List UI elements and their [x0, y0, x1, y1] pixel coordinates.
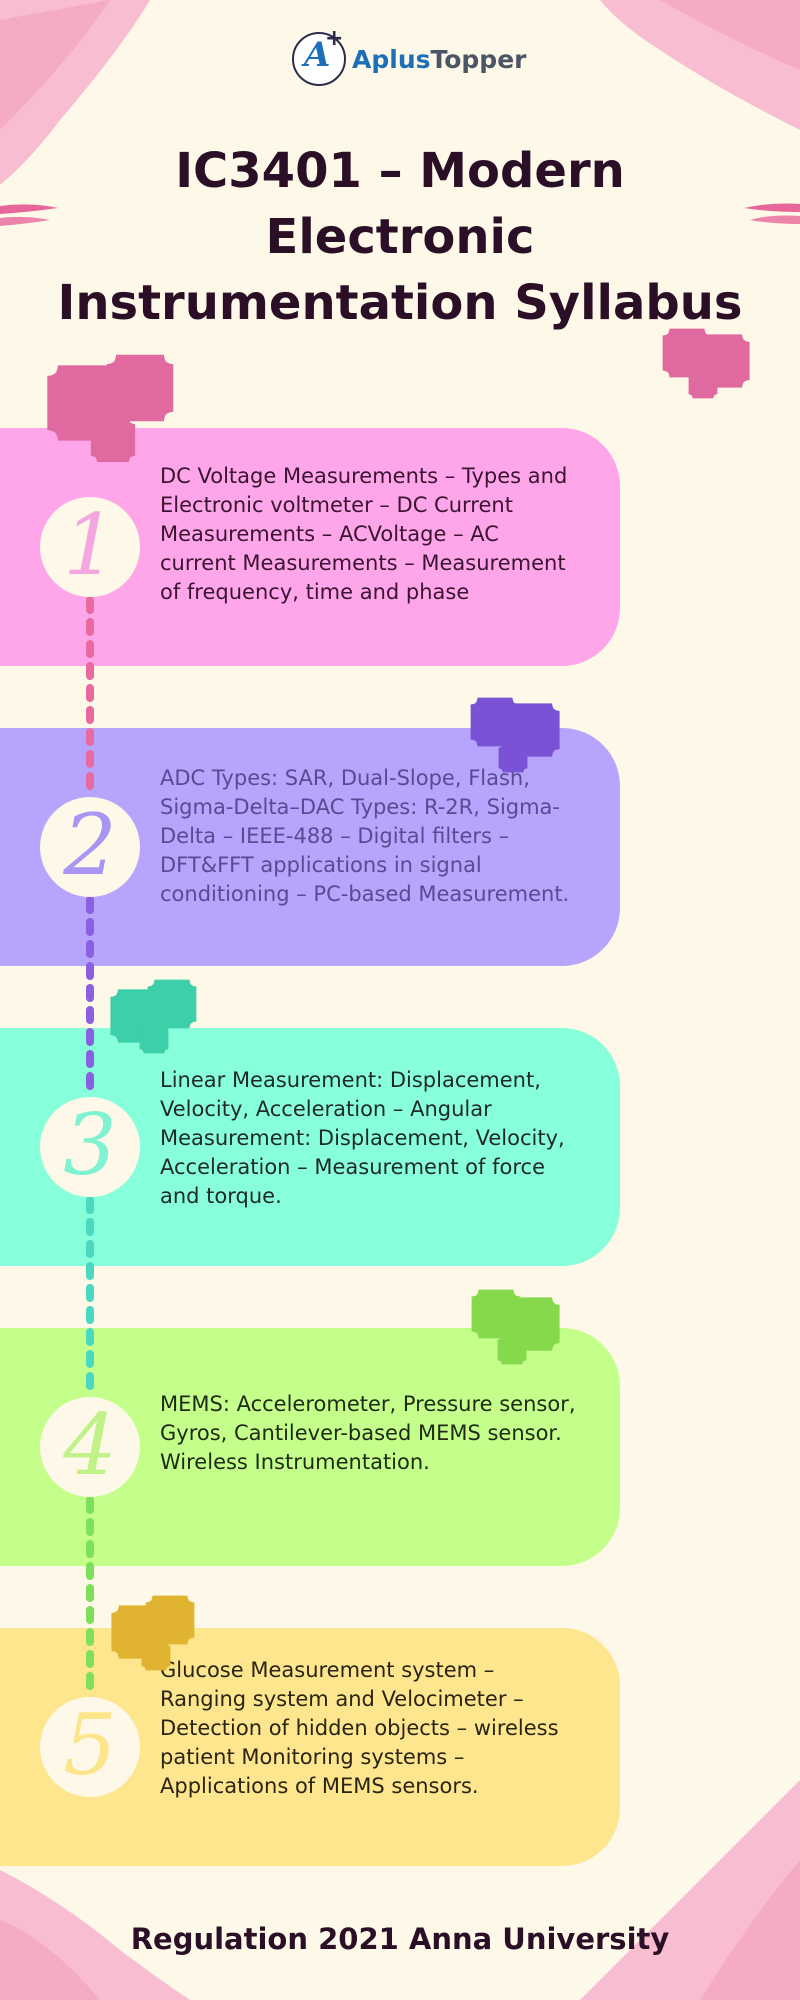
unit-3-number: 3 — [63, 1096, 117, 1194]
unit-4-number: 4 — [63, 1396, 117, 1494]
unit-4-text: MEMS: Accelerometer, Pressure sensor, Gy… — [160, 1392, 576, 1474]
brush-stroke-bottom-right — [580, 1780, 800, 2000]
unit-2-number: 2 — [63, 796, 117, 894]
footer-regulation: Regulation 2021 Anna University — [130, 1922, 670, 1956]
brush-stroke-top-left — [0, 0, 150, 185]
logo-wordmark: AplusTopper — [352, 45, 526, 74]
unit-2-text: ADC Types: SAR, Dual-Slope, Flash, Sigma… — [160, 766, 570, 906]
sparkle-icon-title — [665, 331, 747, 397]
unit-card-1: DC Voltage Measurements – Types and Elec… — [0, 428, 620, 666]
unit-5-number-badge: 5 — [40, 1697, 140, 1797]
page-title: IC3401 – Modern Electronic Instrumentati… — [57, 143, 743, 331]
brush-stroke-top-right — [600, 0, 800, 130]
logo-badge-letter: A — [304, 35, 331, 75]
unit-5-number: 5 — [63, 1696, 117, 1794]
brush-stroke-right — [744, 203, 800, 224]
unit-5-text: Glucose Measurement system – Ranging sys… — [160, 1658, 559, 1798]
logo-text-aplus: Aplus — [352, 44, 431, 74]
brush-stroke-left — [0, 204, 58, 226]
logo-text-topper: Topper — [430, 44, 527, 74]
aplustopper-logo[interactable]: A + AplusTopper — [292, 28, 526, 88]
unit-3-text: Linear Measurement: Displacement, Veloci… — [160, 1068, 565, 1208]
logo-badge-icon: A + — [292, 28, 346, 86]
brush-stroke-bottom-left — [0, 1870, 190, 2000]
unit-4-number-badge: 4 — [40, 1397, 140, 1497]
unit-3-number-badge: 3 — [40, 1097, 140, 1197]
unit-2-number-badge: 2 — [40, 797, 140, 897]
unit-1-text: DC Voltage Measurements – Types and Elec… — [160, 464, 568, 604]
unit-1-number-badge: 1 — [40, 497, 140, 597]
logo-badge-plus: + — [325, 26, 344, 51]
unit-1-number: 1 — [63, 496, 117, 594]
